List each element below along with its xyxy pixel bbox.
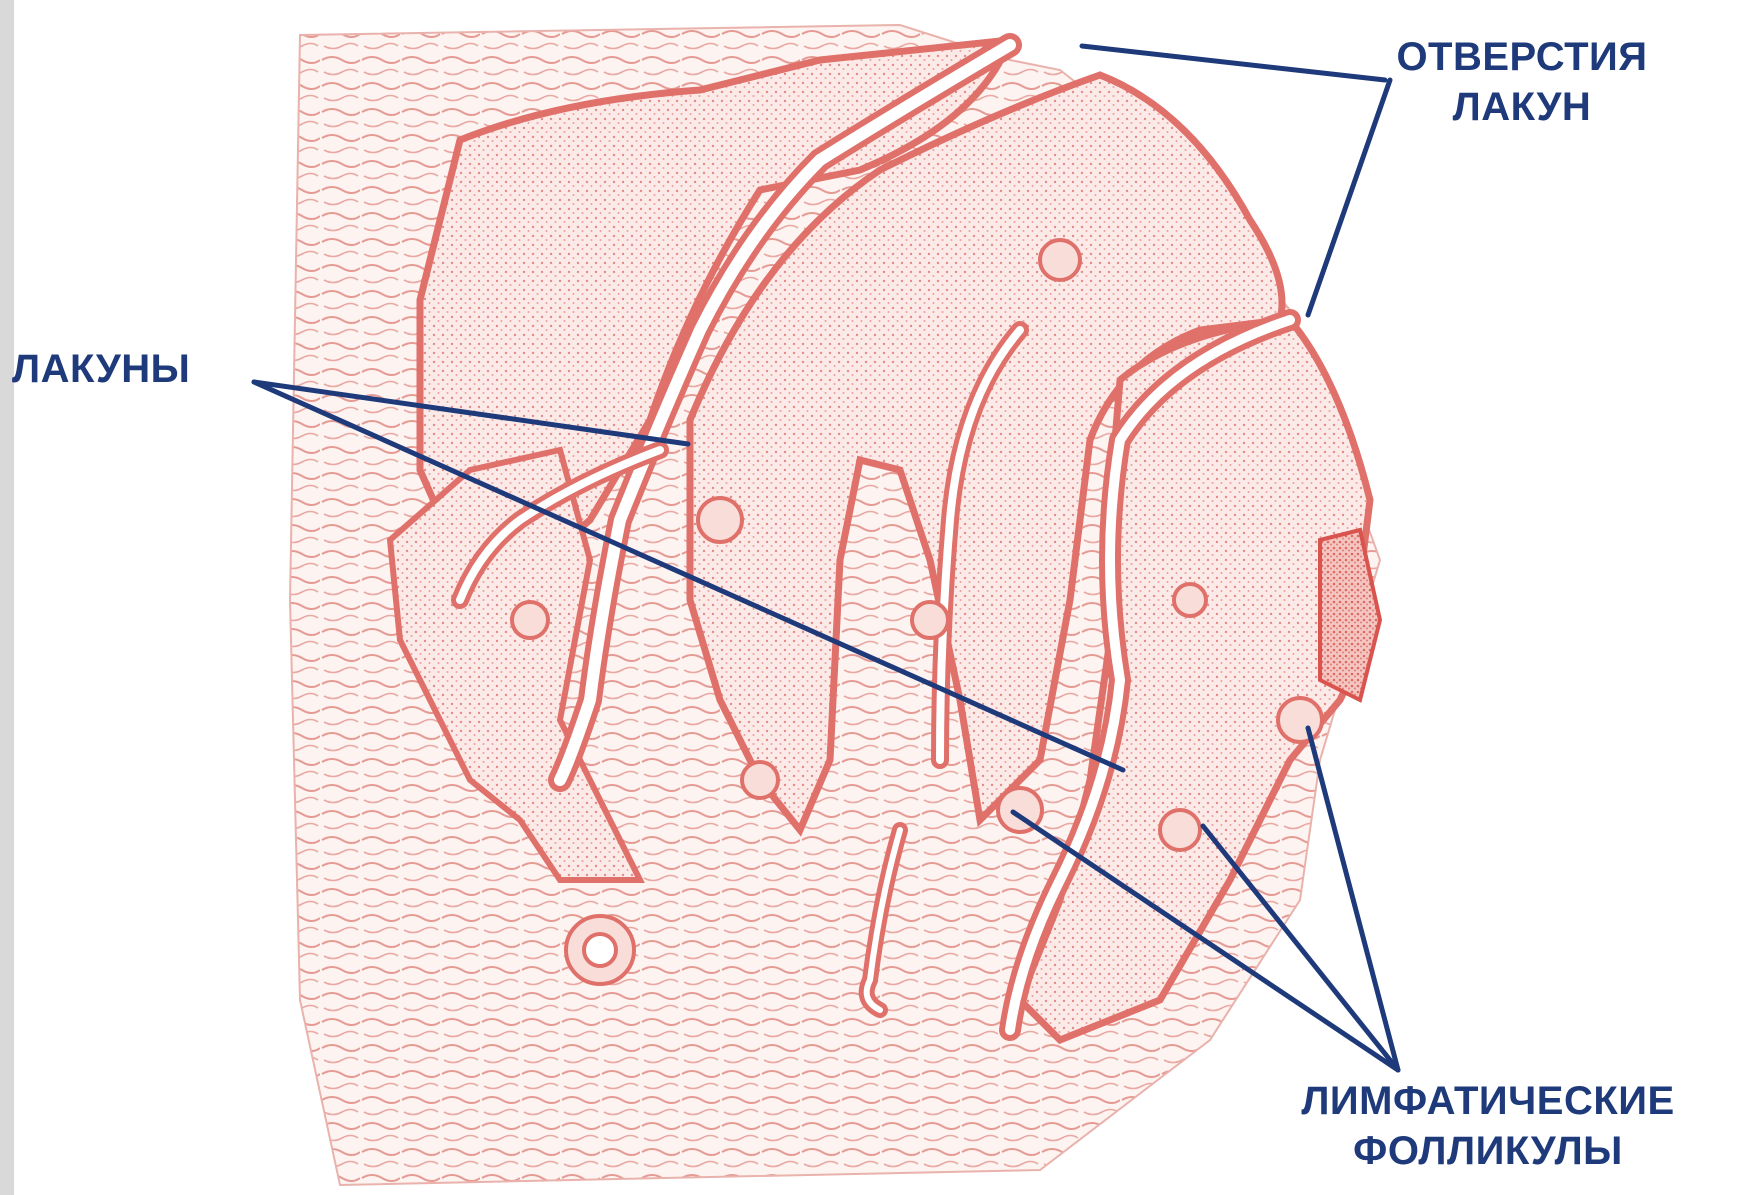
label-lacunae-line1: ЛАКУНЫ	[12, 344, 190, 394]
label-lacuna-openings: ОТВЕРСТИЯ ЛАКУН	[1352, 32, 1692, 132]
label-lymphatic-follicles: ЛИМФАТИЧЕСКИЕ ФОЛЛИКУЛЫ	[1238, 1076, 1738, 1176]
leader-line-openings-1	[1082, 46, 1385, 80]
label-lacunae: ЛАКУНЫ	[12, 344, 190, 394]
label-lacuna-openings-line2: ЛАКУН	[1352, 82, 1692, 132]
label-lymphatic-follicles-line2: ФОЛЛИКУЛЫ	[1238, 1126, 1738, 1176]
label-lacuna-openings-line1: ОТВЕРСТИЯ	[1352, 32, 1692, 82]
label-lymphatic-follicles-line1: ЛИМФАТИЧЕСКИЕ	[1238, 1076, 1738, 1126]
